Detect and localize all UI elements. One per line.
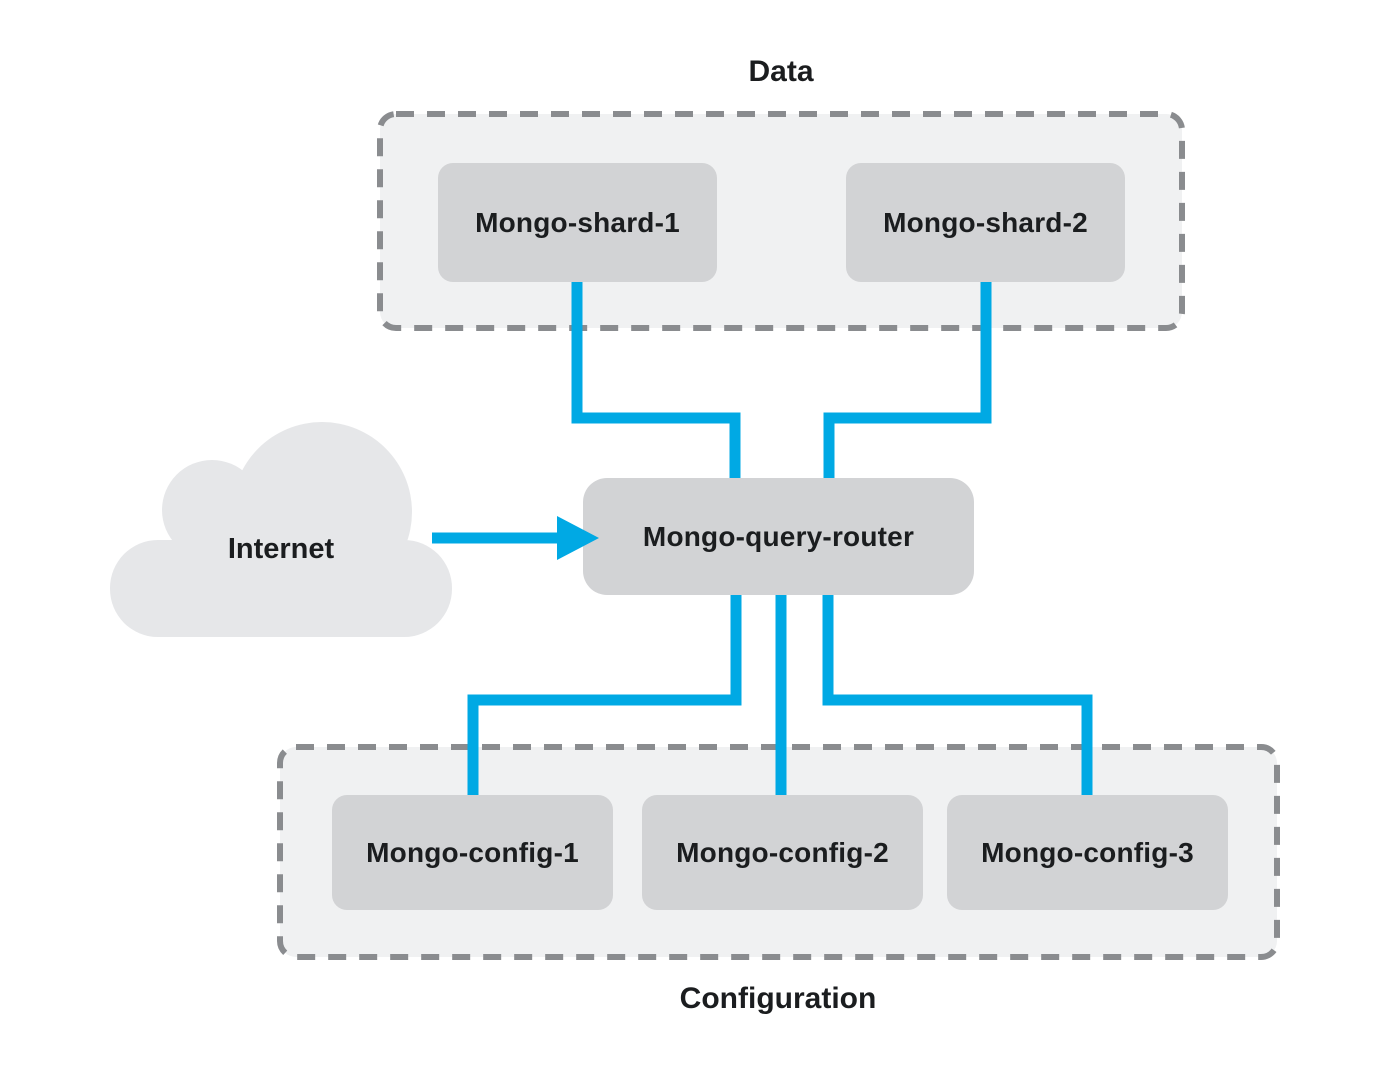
internet-cloud-icon (110, 422, 452, 637)
cloud-puff-small (162, 460, 262, 560)
connector-router-config3 (822, 592, 1093, 800)
connector-shard1-router (571, 278, 741, 482)
data-group-box (377, 111, 1185, 331)
cloud-base (110, 540, 452, 637)
connector-shard2-router (823, 278, 992, 482)
connector-router-config1 (467, 592, 742, 800)
